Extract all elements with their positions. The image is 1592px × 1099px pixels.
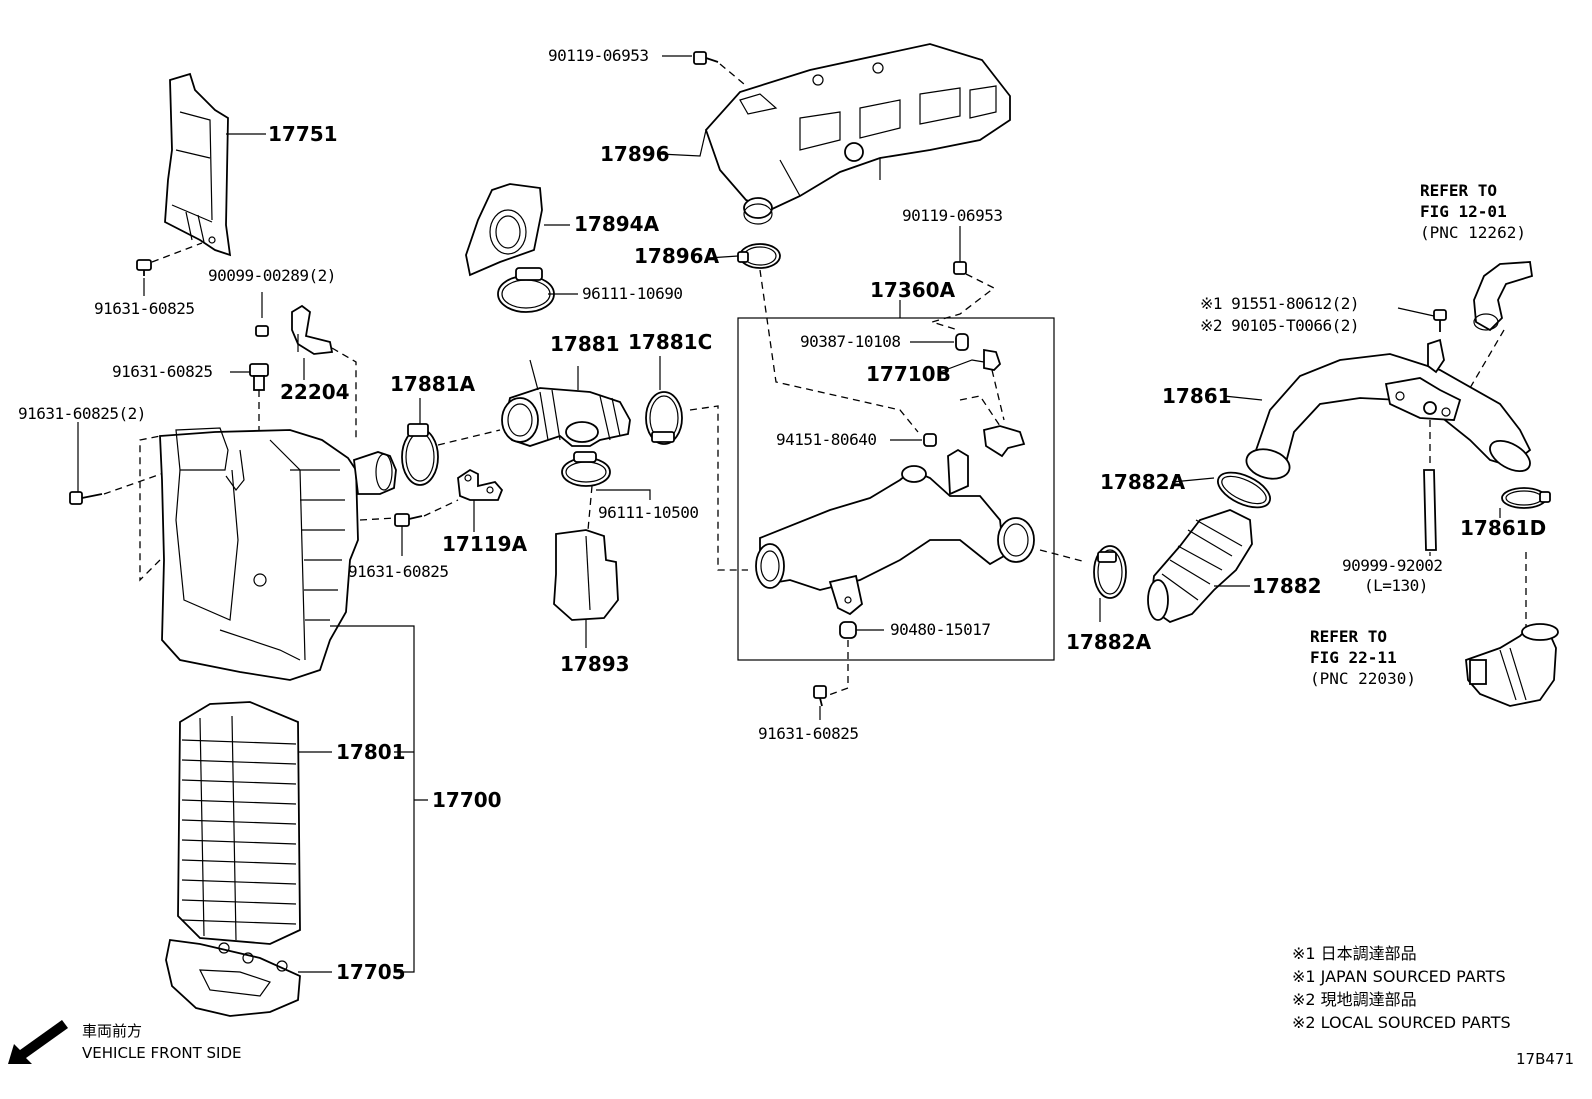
vehicle-front-arrow-icon	[8, 1020, 68, 1064]
bolt-91631-d	[359, 499, 459, 527]
label-91631-60825-b: 91631-60825	[112, 362, 213, 381]
grommet-90480	[825, 621, 857, 697]
refer-top-line3: (PNC 12262)	[1420, 223, 1526, 242]
legend-line-3: ※2 現地調達部品	[1292, 990, 1417, 1009]
refer-bottom-line1: REFER TO	[1310, 627, 1388, 646]
hose-refer-12262	[1469, 261, 1533, 389]
label-17881: 17881	[550, 332, 620, 356]
leader-lines	[77, 55, 1501, 973]
refer-bottom-line2: FIG 22-11	[1310, 648, 1397, 667]
bolt-91551	[1433, 309, 1447, 332]
label-90999-92002: 90999-92002	[1342, 556, 1443, 575]
bolt-90119-mid	[929, 261, 996, 331]
duct-17894A	[465, 183, 543, 277]
case-bottom-17705	[165, 938, 301, 1017]
label-17882A-top: 17882A	[1100, 470, 1186, 494]
label-17882: 17882	[1252, 574, 1322, 598]
clamp-96111-10500	[561, 451, 611, 531]
label-17751: 17751	[268, 122, 338, 146]
grommet-90387	[955, 333, 969, 351]
clamp-17896A	[737, 243, 919, 433]
label-96111-10500: 96111-10500	[598, 503, 699, 522]
y-pipe-17360A	[755, 448, 1087, 616]
label-22204: 22204	[280, 380, 350, 404]
label-17360A: 17360A	[870, 278, 956, 302]
label-17896: 17896	[600, 142, 670, 166]
label-96111-10690: 96111-10690	[582, 284, 683, 303]
refer-top-line2: FIG 12-01	[1420, 202, 1507, 221]
part-17751-duct	[164, 72, 232, 257]
front-label-en: VEHICLE FRONT SIDE	[82, 1044, 242, 1062]
legend-line-4: ※2 LOCAL SOURCED PARTS	[1292, 1013, 1511, 1032]
refer-top-line1: REFER TO	[1420, 181, 1498, 200]
label-17894A: 17894A	[574, 212, 660, 236]
label-91631-60825-c: 91631-60825(2)	[18, 404, 146, 423]
label-90387-10108: 90387-10108	[800, 332, 901, 351]
label-17705: 17705	[336, 960, 406, 984]
legend-line-2: ※1 JAPAN SOURCED PARTS	[1292, 967, 1506, 986]
pipe-17861	[1245, 338, 1532, 480]
label-91631-60825-e: 91631-60825	[758, 724, 859, 743]
sensor-22204	[291, 304, 357, 440]
label-17710B: 17710B	[866, 362, 951, 386]
refer-fig-12-01: REFER TO FIG 12-01 (PNC 12262)	[1420, 180, 1526, 243]
label-90105-T0066: ※2 90105-T0066(2)	[1200, 316, 1360, 335]
clamp-17861D	[1501, 487, 1551, 640]
label-17893: 17893	[560, 652, 630, 676]
label-17861D: 17861D	[1460, 516, 1547, 540]
group-box-17360A	[737, 317, 1055, 661]
bracket-17710B	[959, 348, 1026, 458]
clamp-17881A	[401, 423, 501, 486]
label-17881C: 17881C	[628, 330, 713, 354]
label-17801: 17801	[336, 740, 406, 764]
bolt-91631-e	[813, 685, 827, 707]
clamp-17881C	[645, 391, 748, 571]
label-90999-length: (L=130)	[1364, 576, 1428, 595]
label-91631-60825-d: 91631-60825	[348, 562, 449, 581]
clamp-17882A-bottom	[1093, 545, 1127, 599]
filter-17801	[177, 701, 301, 945]
bolt-91631-a	[136, 242, 203, 276]
bolt-90119-top	[693, 51, 745, 85]
label-91551-80612: ※1 91551-80612(2)	[1200, 294, 1360, 313]
label-90480-15017: 90480-15017	[890, 620, 991, 639]
case-outlet	[353, 451, 397, 495]
part-17893	[553, 529, 619, 621]
label-17700: 17700	[432, 788, 502, 812]
bracket-17119A	[457, 468, 504, 501]
label-90119-06953-mid: 90119-06953	[902, 206, 1003, 225]
hose-17881	[501, 359, 631, 447]
nut-94151	[923, 433, 937, 447]
label-17861: 17861	[1162, 384, 1232, 408]
hose-90999	[1423, 420, 1437, 551]
label-17882A-bottom: 17882A	[1066, 630, 1152, 654]
throttle-body-22030	[1465, 623, 1559, 707]
air-cleaner-case	[139, 427, 359, 681]
label-90119-06953-top: 90119-06953	[548, 46, 649, 65]
label-90099-00289: 90099-00289(2)	[208, 266, 336, 285]
label-91631-60825-a: 91631-60825	[94, 299, 195, 318]
label-94151-80640: 94151-80640	[776, 430, 877, 449]
resonator-17896	[704, 43, 1011, 225]
front-label-jp: 車両前方	[82, 1022, 143, 1040]
bolt-90099	[255, 292, 269, 337]
figure-id: 17B471	[1516, 1050, 1575, 1068]
hose-17882	[1147, 509, 1253, 624]
clamp-96111-10690	[497, 267, 555, 313]
refer-bottom-line3: (PNC 22030)	[1310, 669, 1416, 688]
clamp-17882A-top	[1217, 471, 1271, 509]
label-17119A: 17119A	[442, 532, 528, 556]
refer-fig-22-11: REFER TO FIG 22-11 (PNC 22030)	[1310, 626, 1416, 689]
legend-line-1: ※1 日本調達部品	[1292, 944, 1417, 963]
label-17896A: 17896A	[634, 244, 720, 268]
label-17881A: 17881A	[390, 372, 476, 396]
